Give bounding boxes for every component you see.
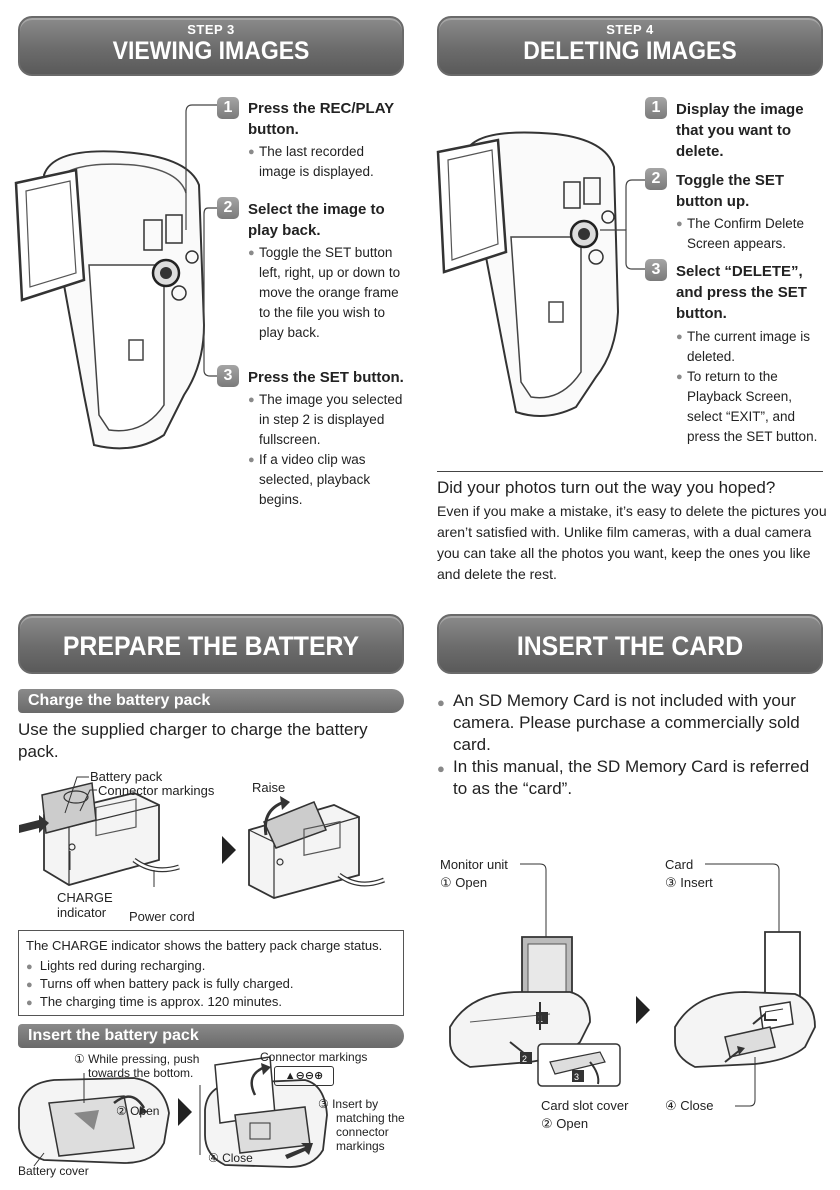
step4-number-2: 2: [645, 168, 667, 190]
charger-illustration: [19, 782, 180, 887]
step3-instruction-1: Press the REC/PLAY button.: [248, 100, 394, 138]
step3-instruction-2: Select the image to play back.: [248, 201, 385, 239]
arrow-right-icon: [636, 996, 650, 1024]
charge-status-bullet-1: ● Lights red during recharging.: [26, 958, 206, 973]
step4-note-heading: Did your photos turn out the way you hop…: [437, 478, 776, 497]
step4-divider: [437, 471, 823, 472]
power-cord-label: Power cord: [129, 909, 195, 924]
charge-status-bullet-3: ● The charging time is approx. 120 minut…: [26, 994, 282, 1009]
step3-title: VIEWING IMAGES: [112, 37, 310, 65]
insert-label-3: connector: [336, 1125, 389, 1139]
insert-label-2: matching the: [336, 1111, 405, 1125]
step3-label: STEP 3: [187, 22, 235, 37]
open-label-2: ② Open: [541, 1116, 589, 1131]
step3-number-3: 3: [217, 365, 239, 387]
charge-indicator-label-1: CHARGE: [57, 890, 113, 905]
step4-callout-lines: [600, 179, 645, 270]
svg-text:2: 2: [522, 1054, 527, 1064]
insert-battery-heading: Insert the battery pack: [18, 1024, 404, 1048]
step3-bullets-3: ●The image you selected in step 2 is dis…: [248, 392, 403, 507]
charge-status-bullet-2: ● Turns off when battery pack is fully c…: [26, 976, 294, 991]
close-label: ④ Close: [208, 1151, 253, 1165]
charge-indicator-label-2: indicator: [57, 905, 107, 920]
step4-number-1: 1: [645, 97, 667, 119]
card-bullet-2: ● In this manual, the SD Memory Card is …: [437, 757, 810, 798]
step3-bullet-2: ●Toggle the SET button left, right, up o…: [248, 245, 401, 340]
svg-text:3: 3: [574, 1072, 579, 1082]
card-slot-cover-label: Card slot cover: [541, 1098, 629, 1113]
card-label: Card: [665, 857, 694, 872]
press-label-2: towards the bottom.: [88, 1066, 194, 1080]
insert-card-label: ③ Insert: [665, 875, 713, 890]
charge-text: Use the supplied charger to charge the b…: [18, 720, 368, 761]
card-title: INSERT THE CARD: [516, 631, 744, 661]
camera-delete-illustration: [436, 131, 620, 417]
raise-label: Raise: [252, 780, 286, 795]
step3-number-2: 2: [217, 197, 239, 219]
step4-note-body: Even if you make a mistake, it’s easy to…: [437, 503, 827, 582]
arrow-right-icon: [178, 1098, 192, 1126]
open-label: ② Open: [116, 1104, 160, 1118]
step4-instruction-2: Toggle the SET button up.: [676, 172, 785, 210]
step3-banner: STEP 3 VIEWING IMAGES: [18, 16, 404, 76]
insert-label-1: ③ Insert by: [318, 1097, 379, 1111]
step4-title: DELETING IMAGES: [523, 37, 737, 65]
step3-bullet-1: ●The last recorded image is displayed.: [248, 144, 374, 179]
step4-label: STEP 4: [606, 22, 654, 37]
charge-heading: Charge the battery pack: [18, 689, 404, 713]
step4-number-3: 3: [645, 259, 667, 281]
battery-insert-illustration: [199, 1056, 328, 1168]
connector-markings-label: Connector markings: [98, 783, 215, 798]
camera-play-illustration: [14, 150, 206, 450]
insert-label-4: markings: [336, 1139, 385, 1153]
step4-bullets-3: ●The current image is deleted. ●To retur…: [676, 329, 818, 444]
card-banner: INSERT THE CARD: [437, 614, 823, 674]
close-card-label: ④ Close: [665, 1098, 714, 1113]
connector-markings-box: ▲⊖⊖⊕: [274, 1066, 334, 1086]
card-bullet-1: ● An SD Memory Card is not included with…: [437, 691, 800, 754]
charger-raise-illustration: [248, 796, 385, 899]
battery-banner: PREPARE THE BATTERY PACK: [18, 614, 404, 721]
step3-number-1: 1: [217, 97, 239, 119]
charge-status-box: The CHARGE indicator shows the battery p…: [18, 930, 404, 1016]
charge-status-intro: The CHARGE indicator shows the battery p…: [26, 938, 383, 953]
open-label-1: ① Open: [440, 875, 488, 890]
monitor-unit-label: Monitor unit: [440, 857, 508, 872]
press-label-1: ① While pressing, push: [74, 1052, 200, 1066]
battery-cover-label: Battery cover: [18, 1164, 89, 1178]
step4-instruction-1: Display the image that you want to delet…: [676, 101, 804, 160]
step3-callout-lines: [185, 104, 220, 377]
connector-markings-label-2: Connector markings: [260, 1050, 368, 1064]
battery-title: PREPARE THE BATTERY PACK: [62, 631, 360, 721]
step3-instruction-3: Press the SET button.: [248, 369, 404, 386]
step4-banner: STEP 4 DELETING IMAGES: [437, 16, 823, 76]
battery-pack-label: Battery pack: [90, 769, 163, 784]
battery-label-leaders: [64, 776, 97, 814]
step4-instruction-3: Select “DELETE”, and press the SET butto…: [676, 263, 807, 322]
battery-cover-illustration: [18, 1073, 170, 1167]
card-insert-illustration: [674, 863, 816, 1107]
arrow-right-icon: [222, 836, 236, 864]
step4-bullet-2: ●The Confirm Delete Screen appears.: [676, 216, 805, 251]
card-open-illustration: 1 2 3: [449, 863, 621, 1087]
